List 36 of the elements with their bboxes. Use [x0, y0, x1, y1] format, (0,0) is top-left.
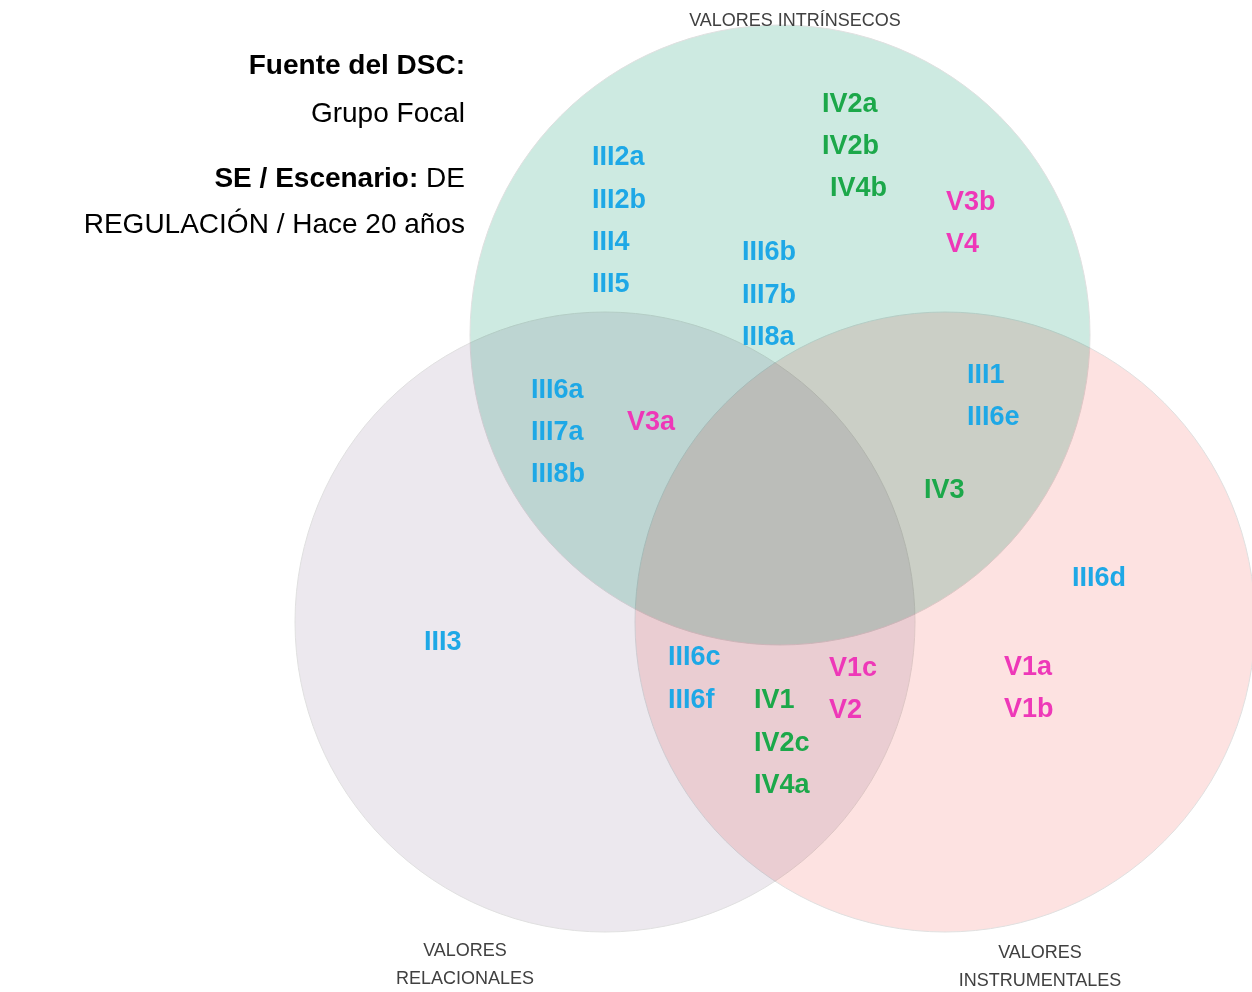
- value-code: IV1: [754, 683, 795, 715]
- value-code: III1: [967, 358, 1005, 390]
- value-code: IV2c: [754, 726, 810, 758]
- value-code: III5: [592, 267, 630, 299]
- value-code: III6c: [668, 640, 721, 672]
- value-code: IV4b: [830, 171, 888, 203]
- value-code: III8a: [742, 320, 795, 352]
- value-code: IV3: [924, 473, 965, 505]
- value-code: V4: [946, 227, 980, 259]
- value-code: III2b: [592, 183, 646, 215]
- value-code: IV2b: [822, 129, 880, 161]
- value-code: V1a: [1004, 650, 1053, 682]
- circle-heading: VALORES RELACIONALES: [394, 939, 536, 990]
- scenario-text: SE / Escenario: DE REGULACIÓN / Hace 20 años: [82, 161, 465, 241]
- value-code: V3a: [627, 405, 676, 437]
- value-code: V3b: [946, 185, 996, 217]
- value-code: IV4a: [754, 768, 810, 800]
- source-text: Grupo Focal: [309, 96, 465, 130]
- value-code: III8b: [531, 457, 585, 489]
- value-code: III4: [592, 225, 630, 257]
- value-code: IV2a: [822, 87, 878, 119]
- value-code: V1b: [1004, 692, 1054, 724]
- value-code: III3: [424, 625, 462, 657]
- value-code: V1c: [829, 651, 878, 683]
- source-heading: Fuente del DSC:: [247, 48, 465, 82]
- value-code: III6d: [1072, 561, 1126, 593]
- value-code: V2: [829, 693, 863, 725]
- value-code: III6a: [531, 373, 584, 405]
- circle-heading: VALORES INTRÍNSECOS: [688, 9, 902, 32]
- value-code: III6b: [742, 235, 796, 267]
- value-code: III7b: [742, 278, 796, 310]
- value-code: III6e: [967, 400, 1020, 432]
- value-code: III2a: [592, 140, 645, 172]
- circle-heading: VALORES INSTRUMENTALES: [957, 941, 1123, 992]
- value-code: III7a: [531, 415, 584, 447]
- value-code: III6f: [668, 683, 715, 715]
